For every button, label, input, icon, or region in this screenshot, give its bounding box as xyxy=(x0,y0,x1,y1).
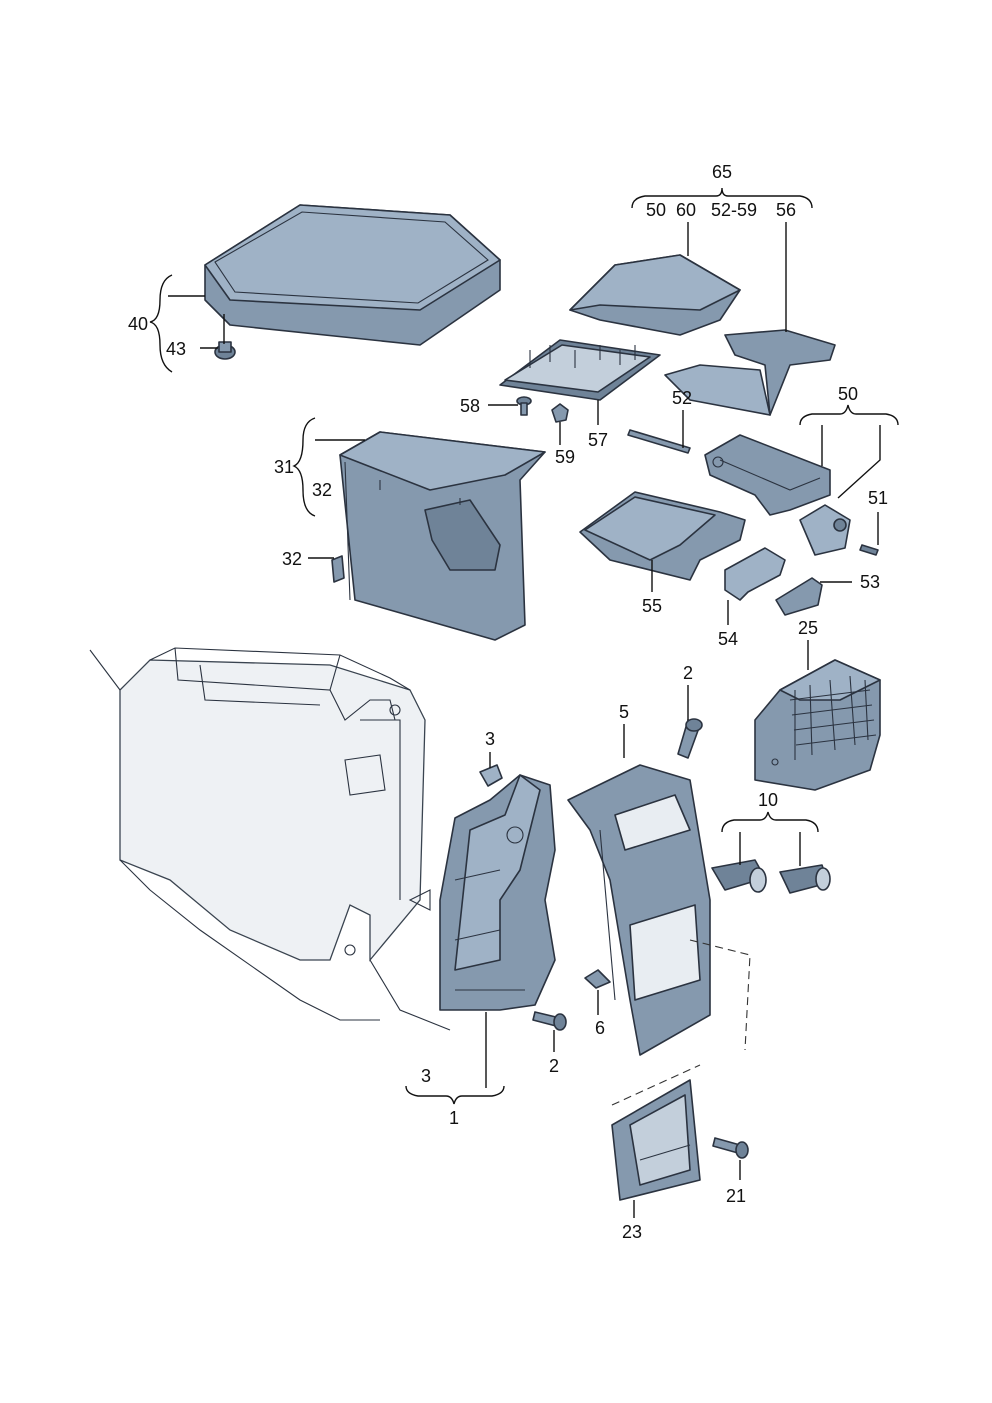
label-31: 31 xyxy=(274,457,294,477)
label-32-top: 32 xyxy=(312,480,332,500)
label-52: 52 xyxy=(672,388,692,408)
bracket-1 xyxy=(439,774,556,1011)
bolt-2b xyxy=(532,1011,567,1031)
label-56: 56 xyxy=(776,200,796,220)
label-58: 58 xyxy=(460,396,480,416)
bolt-2a xyxy=(677,718,703,759)
hinge-50 xyxy=(704,434,831,516)
label-2-bottom: 2 xyxy=(549,1056,559,1076)
air-vent-25 xyxy=(754,659,881,791)
plug-43 xyxy=(214,341,236,360)
armrest-lid xyxy=(204,204,501,346)
rod-52 xyxy=(627,429,691,454)
label-21: 21 xyxy=(726,1186,746,1206)
label-57: 57 xyxy=(588,430,608,450)
label-3-bottom: 3 xyxy=(421,1066,431,1086)
leader-lines xyxy=(149,187,899,1218)
clip-3 xyxy=(479,764,503,787)
label-50-right: 50 xyxy=(838,384,858,404)
label-5: 5 xyxy=(619,702,629,722)
label-1: 1 xyxy=(449,1108,459,1128)
label-50-top: 50 xyxy=(646,200,666,220)
clip-6 xyxy=(584,969,611,989)
label-55: 55 xyxy=(642,596,662,616)
label-3-top: 3 xyxy=(485,729,495,749)
label-32-bottom: 32 xyxy=(282,549,302,569)
tray-55 xyxy=(579,491,746,581)
trim-panel-5 xyxy=(567,764,711,1056)
center-console-housing xyxy=(89,647,451,1031)
label-25: 25 xyxy=(798,618,818,638)
label-60: 60 xyxy=(676,200,696,220)
storage-bin-23 xyxy=(611,1079,701,1201)
label-51: 51 xyxy=(868,488,888,508)
label-53: 53 xyxy=(860,572,880,592)
bolt-21 xyxy=(712,1137,749,1159)
clip-54 xyxy=(724,547,786,601)
storage-box-31 xyxy=(339,431,546,641)
armrest-cushion-60 xyxy=(569,254,741,336)
nut-59 xyxy=(551,403,569,423)
label-2-top: 2 xyxy=(683,663,693,683)
lid-base-plate-57 xyxy=(499,339,661,401)
screw-58 xyxy=(516,396,532,416)
label-54: 54 xyxy=(718,629,738,649)
label-59: 59 xyxy=(555,447,575,467)
label-65: 65 xyxy=(712,162,732,182)
label-52-59: 52-59 xyxy=(711,200,757,220)
cap-53 xyxy=(775,577,823,616)
label-43: 43 xyxy=(166,339,186,359)
lighter-10b xyxy=(779,864,831,894)
label-40: 40 xyxy=(128,314,148,334)
label-6: 6 xyxy=(595,1018,605,1038)
clip-32 xyxy=(331,555,345,583)
lid-frame-56 xyxy=(664,329,836,416)
screw-51 xyxy=(859,544,879,556)
label-23: 23 xyxy=(622,1222,642,1242)
label-10: 10 xyxy=(758,790,778,810)
part-labels: 65 50 60 52-59 56 40 43 58 59 57 52 50 5… xyxy=(128,162,888,1242)
lighter-10a xyxy=(711,859,767,893)
latch-51 xyxy=(799,504,851,556)
